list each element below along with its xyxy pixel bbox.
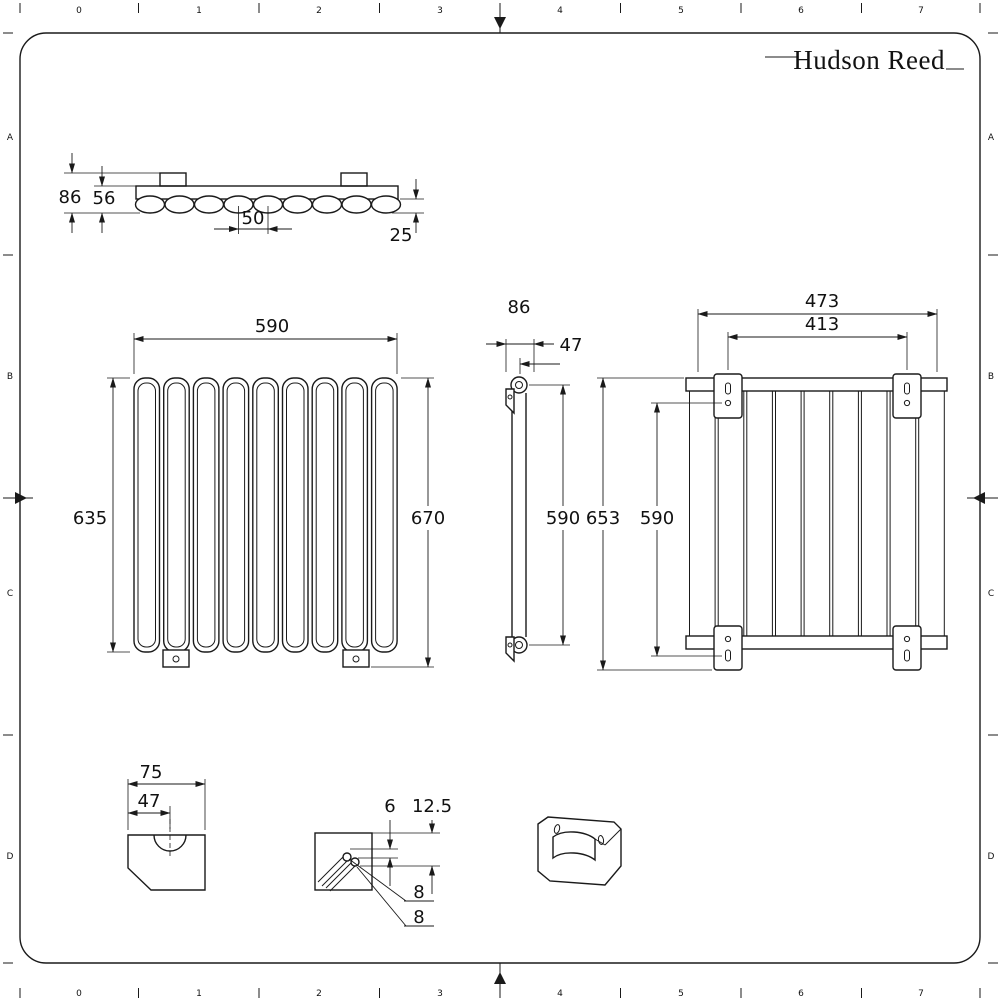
- top-connection: [510, 376, 528, 394]
- ruler-number: 4: [557, 989, 563, 999]
- ruler-letter: C: [988, 589, 994, 599]
- ruler-letter: D: [988, 852, 995, 862]
- screw-b: [325, 857, 360, 892]
- bottom-rail: [685, 635, 948, 650]
- dim-panel-depth: 56: [93, 188, 116, 209]
- dim-total-height: 670: [411, 508, 445, 529]
- ruler-number: 7: [918, 989, 924, 999]
- front-view: 590 635 670: [73, 316, 448, 668]
- bracket-3d-channel: [552, 831, 596, 862]
- ruler-number: 1: [196, 989, 202, 999]
- ruler-number: 6: [798, 6, 804, 16]
- bracket-hole: [597, 835, 605, 845]
- wall-bracket-plan: [340, 172, 368, 187]
- dim-bracket-span-centers: 413: [805, 314, 839, 335]
- dim-depth: 86: [508, 297, 531, 318]
- ruler-right: A B C D: [988, 32, 998, 964]
- dim-screw-a: 8: [413, 882, 424, 903]
- bracket-hole: [553, 824, 561, 834]
- wall-section: [314, 832, 373, 891]
- dim-gap: 6: [384, 796, 395, 817]
- ruler-bottom: 0 1 2 3 4 5 6 7: [19, 988, 981, 999]
- radiator-column: [281, 377, 309, 653]
- ruler-number: 5: [678, 6, 684, 16]
- dim-panel-height: 635: [73, 508, 107, 529]
- ruler-number: 3: [437, 989, 443, 999]
- brand-logo: Hudson Reed: [765, 45, 964, 75]
- dim-column-pitch: 50: [242, 208, 265, 229]
- dim-column-depth: 25: [390, 225, 413, 246]
- dim-bracket-hole-offset: 47: [138, 791, 161, 812]
- rear-view: 473 413 653 590: [583, 291, 948, 671]
- radiator-column: [222, 377, 250, 653]
- radiator-column: [133, 377, 161, 653]
- radiator-column: [162, 377, 190, 653]
- centering-marks: [3, 3, 998, 998]
- dim-bracket-width: 75: [140, 762, 163, 783]
- ruler-number: 5: [678, 989, 684, 999]
- floor-brackets-front: [162, 649, 370, 668]
- dim-total-height-rear: 653: [586, 508, 620, 529]
- radiator-column: [311, 377, 339, 653]
- radiator-column: [192, 377, 220, 653]
- ruler-number: 2: [316, 6, 322, 16]
- screw-a: [317, 852, 352, 887]
- radiator-column: [370, 377, 398, 653]
- radiator-columns-front: [133, 377, 398, 653]
- wall-bracket-side: [505, 388, 515, 415]
- ruler-top: 0 1 2 3 4 5 6 7: [19, 3, 981, 16]
- radiator-column: [341, 377, 369, 653]
- brand-name: Hudson Reed: [793, 45, 945, 75]
- ruler-letter: B: [988, 372, 994, 382]
- ruler-number: 2: [316, 989, 322, 999]
- oval-columns-plan: [134, 195, 402, 214]
- radiator-panels-rear: [689, 390, 945, 637]
- bracket-profile: [127, 834, 206, 891]
- dim-screw-b: 8: [413, 907, 424, 928]
- side-view: 86 47 590: [486, 297, 583, 663]
- fixing-detail: 6 12.5 8 8: [314, 796, 452, 928]
- ruler-letter: C: [7, 589, 13, 599]
- top-view: 86 56 50 25: [59, 153, 424, 246]
- ruler-letter: B: [7, 372, 13, 382]
- radiator-column: [252, 377, 280, 653]
- bracket-detail: 75 47: [127, 762, 206, 891]
- ruler-number: 4: [557, 6, 563, 16]
- ruler-number: 1: [196, 6, 202, 16]
- dim-total-depth: 86: [59, 187, 82, 208]
- dim-bracket-offset: 47: [560, 335, 583, 356]
- ruler-letter: D: [7, 852, 14, 862]
- wall-brackets-rear: [713, 373, 922, 671]
- dim-height: 590: [546, 508, 580, 529]
- dim-hole-span: 590: [640, 508, 674, 529]
- ruler-left: A B C D: [3, 32, 14, 964]
- dim-width: 590: [255, 316, 289, 337]
- bracket-3d-outline: [537, 816, 622, 886]
- dim-offset: 12.5: [412, 796, 452, 817]
- dim-bracket-span-outer: 473: [805, 291, 839, 312]
- ruler-letter: A: [7, 133, 14, 143]
- wall-bracket-side: [505, 636, 515, 663]
- ruler-number: 0: [76, 6, 82, 16]
- ruler-number: 3: [437, 6, 443, 16]
- ruler-number: 0: [76, 989, 82, 999]
- wall-bracket-plan: [159, 172, 187, 187]
- bracket-3d-view: [537, 816, 622, 886]
- top-rail: [685, 377, 948, 392]
- ruler-number: 7: [918, 6, 924, 16]
- sheet-frame: 0 1 2 3 4 5 6 7 0 1 2 3 4 5 6 7: [3, 3, 998, 999]
- ruler-number: 6: [798, 989, 804, 999]
- ruler-letter: A: [988, 133, 995, 143]
